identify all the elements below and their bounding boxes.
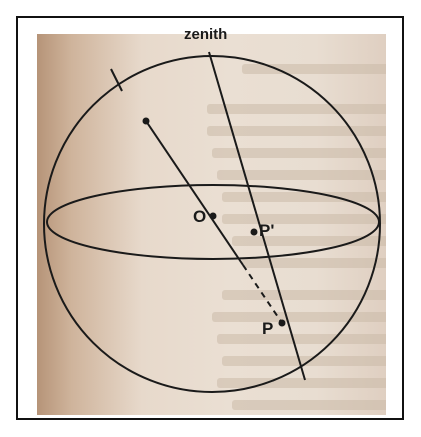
projected-point-label: P' — [259, 221, 274, 240]
figure-frame — [16, 16, 404, 420]
zenith-line — [208, 51, 306, 381]
upper-point-marker — [142, 117, 150, 125]
bleed-through-text — [37, 34, 386, 415]
center-point-marker — [209, 212, 217, 220]
projected-point-marker — [250, 228, 258, 236]
ray-line — [145, 120, 244, 266]
center-label: O — [193, 207, 206, 226]
axis-tick — [110, 68, 123, 92]
point-p-label: P — [262, 319, 273, 338]
scanned-page-background — [37, 34, 386, 415]
zenith-label: zenith — [184, 26, 227, 43]
sphere-outline — [43, 55, 381, 393]
ray-dashed-continuation — [242, 264, 283, 324]
point-p-marker — [278, 319, 286, 327]
equatorial-ellipse — [46, 184, 380, 260]
